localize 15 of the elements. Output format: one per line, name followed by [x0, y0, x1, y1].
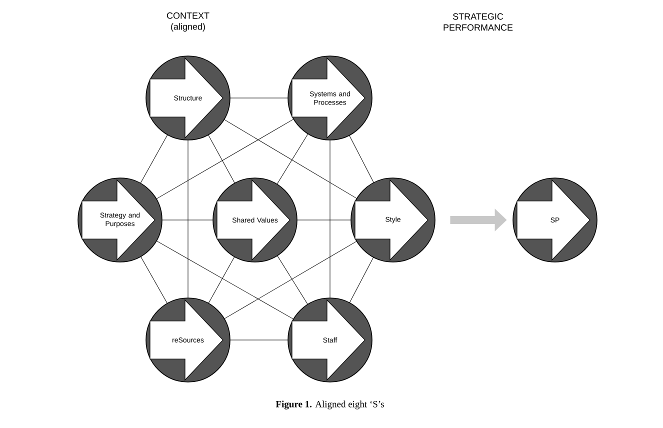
connector-line [224, 119, 357, 199]
connector-line [208, 134, 235, 184]
connector-line [349, 257, 374, 303]
connector-line [208, 256, 235, 304]
connector-line [156, 240, 294, 320]
connector-line [224, 241, 357, 319]
connector-line [349, 135, 374, 183]
connector-line [277, 256, 308, 304]
connector-line [140, 134, 168, 184]
figure-caption: Figure 1. Aligned eight ‘S’s [276, 400, 384, 410]
connector-line [276, 134, 308, 184]
connector-line [156, 118, 294, 200]
heading-label: STRATEGIC PERFORMANCE [444, 13, 513, 31]
heading-label: CONTEXT (aligned) [166, 12, 210, 32]
connector-line [140, 256, 168, 304]
